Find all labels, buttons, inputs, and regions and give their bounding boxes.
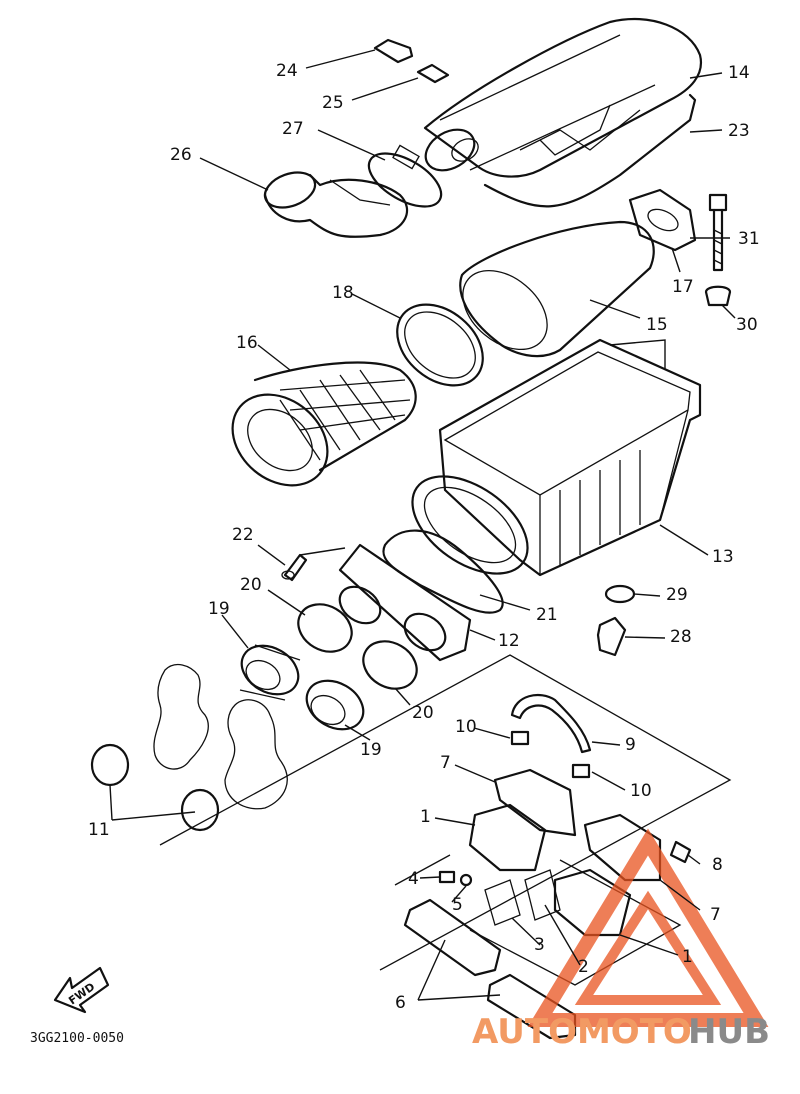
part-31-bolt [708,193,728,272]
callout-7-upper: 7 [440,753,451,773]
part-18-ring [396,303,484,387]
callout-6: 6 [395,993,406,1013]
callout-27: 27 [282,119,304,139]
part-22-bolt [281,553,308,582]
callout-11: 11 [88,820,110,840]
callout-1-lower: 1 [682,947,693,967]
part-28-drain [596,616,627,657]
callout-15: 15 [646,315,668,335]
part-7-manifold-left [493,768,577,837]
watermark-text-grey: HUB [688,1012,770,1052]
callout-4: 4 [408,869,419,889]
part-25-clip [416,63,450,84]
callout-22: 22 [232,525,254,545]
callout-2: 2 [578,957,589,977]
callout-12: 12 [498,631,520,651]
callout-5: 5 [452,895,463,915]
callout-21: 21 [536,605,558,625]
part-16-filter-cage [231,361,417,487]
part-14-intake-duct [423,17,703,178]
callout-19-lower: 19 [360,740,382,760]
callout-26: 26 [170,145,192,165]
part-11-clamp-1 [90,743,130,787]
part-23-seal [483,93,697,208]
callout-24: 24 [276,61,298,81]
part-9-hose [510,693,592,754]
part-19-carb-joint-upper [239,644,301,701]
callout-10-lower: 10 [630,781,652,801]
part-13-airbox [411,338,702,577]
callout-3: 3 [534,935,545,955]
part-10-clip-lower [571,763,591,779]
part-10-clip-upper [510,730,530,746]
part-8-bolt [669,840,692,864]
part-29-clamp [604,584,636,604]
part-20-clamp-lower [362,640,418,690]
callout-8: 8 [712,855,723,875]
callout-labels: 24 25 27 26 14 23 31 17 30 18 15 16 13 2… [88,61,760,1013]
watermark-triangle-icon [527,828,769,1027]
callout-18: 18 [332,283,354,303]
fwd-arrow-icon [53,966,110,1014]
part-15-element [459,220,655,358]
reed-valve-group-frame [159,654,732,971]
part-5-washer [459,873,473,887]
callout-20-upper: 20 [240,575,262,595]
part-3-stopper [484,879,521,926]
part-26-elbow-joint [263,171,409,238]
part-20-clamp-upper [297,603,353,653]
part-2-reed-valve [524,869,561,921]
diagram-code: 3GG2100-0050 [30,1031,124,1046]
part-6-gasket-right [486,973,577,1040]
part-17-bracket [628,188,697,252]
callout-20-lower: 20 [412,703,434,723]
part-4-screw [438,870,456,884]
callout-30: 30 [736,315,758,335]
part-27-band [367,144,443,208]
callout-13: 13 [712,547,734,567]
leader-lines [109,49,736,1001]
callout-23: 23 [728,121,750,141]
part-12-joint [338,543,472,662]
callout-14: 14 [728,63,750,83]
part-6-gasket-left [403,898,502,977]
part-30-grommet [704,285,732,307]
callout-16: 16 [236,333,258,353]
callout-10-upper: 10 [455,717,477,737]
callout-17: 17 [672,277,694,297]
callout-9: 9 [625,735,636,755]
callout-29: 29 [666,585,688,605]
callout-28: 28 [670,627,692,647]
callout-31: 31 [738,229,760,249]
watermark-text-orange: AUTOMOTO [472,1012,692,1052]
part-1-reed-block-left [468,803,547,872]
part-11-clamp-2 [180,788,220,832]
callout-7-lower: 7 [710,905,721,925]
callout-25: 25 [322,93,344,113]
carburetor-outline [153,663,288,810]
part-19-carb-joint-lower [305,679,365,731]
callout-19-upper: 19 [208,599,230,619]
part-24-clip [373,38,414,64]
callout-1-upper: 1 [420,807,431,827]
